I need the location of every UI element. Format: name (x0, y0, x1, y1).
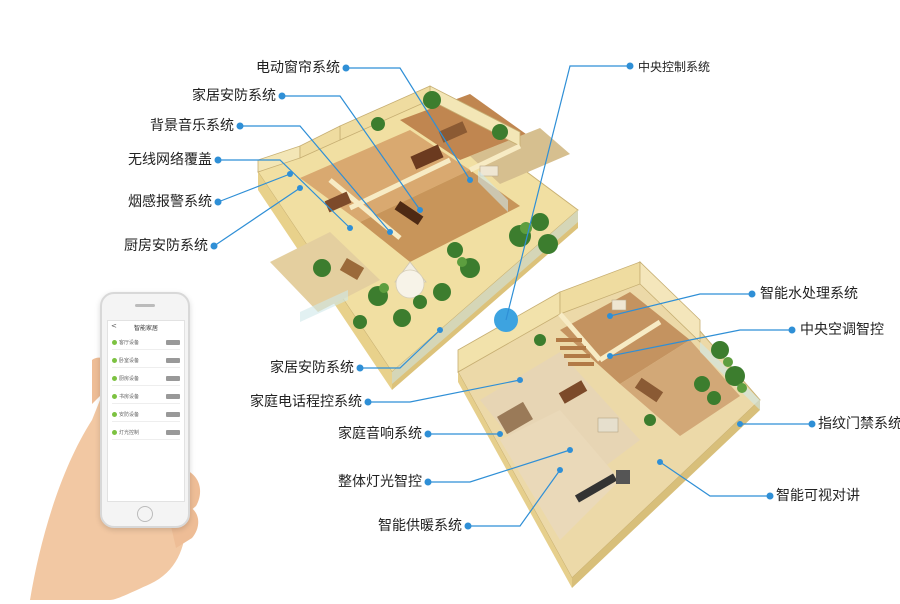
connector-lines (213, 65, 812, 527)
label-phone-control-system: 家庭电话程控系统 (250, 394, 362, 410)
device-icon (166, 429, 180, 435)
label-central-ac-control: 中央空调智控 (800, 322, 884, 338)
device-icon (166, 375, 180, 381)
device-icon (166, 411, 180, 417)
phone-screen: < 智能家居 客厅设备 卧室设备 厨房设备 书房设备 安防设备 灯光控制 (107, 320, 185, 502)
label-wireless-network: 无线网络覆盖 (128, 152, 212, 168)
status-dot-icon (112, 339, 117, 345)
device-icon (166, 357, 180, 363)
app-title: 智能家居 (133, 325, 158, 332)
label-video-intercom: 智能可视对讲 (776, 488, 860, 504)
status-dot-icon (112, 357, 117, 363)
app-list-item[interactable]: 厨房设备 (112, 371, 180, 386)
label-home-security-system-mid: 家居安防系统 (270, 360, 354, 376)
device-icon (166, 339, 180, 345)
label-home-audio-system: 家庭音响系统 (338, 426, 422, 442)
app-list-item[interactable]: 安防设备 (112, 407, 180, 422)
upper-floor (257, 85, 579, 390)
app-list-item[interactable]: 卧室设备 (112, 353, 180, 368)
status-dot-icon (112, 429, 117, 435)
label-kitchen-security-system: 厨房安防系统 (124, 238, 208, 254)
label-heating-system: 智能供暖系统 (378, 518, 462, 534)
app-list-item[interactable]: 书房设备 (112, 389, 180, 404)
device-icon (166, 393, 180, 399)
app-list-item[interactable]: 灯光控制 (112, 425, 180, 440)
status-dot-icon (112, 411, 117, 417)
back-icon[interactable]: < (111, 322, 117, 330)
status-dot-icon (112, 375, 117, 381)
label-curtain-system: 电动窗帘系统 (256, 60, 340, 76)
phone-speaker (135, 304, 155, 307)
label-smoke-alarm-system: 烟感报警系统 (128, 194, 212, 210)
smartphone: < 智能家居 客厅设备 卧室设备 厨房设备 书房设备 安防设备 灯光控制 (100, 292, 190, 528)
label-background-music-system: 背景音乐系统 (150, 118, 234, 134)
app-list-item[interactable]: 客厅设备 (112, 335, 180, 350)
status-dot-icon (112, 393, 117, 399)
label-home-security-system-top: 家居安防系统 (192, 88, 276, 104)
home-button[interactable] (137, 506, 153, 522)
connector-dots (210, 62, 816, 530)
label-central-control-system: 中央控制系统 (638, 60, 711, 74)
label-fingerprint-access-system: 指纹门禁系统 (818, 416, 900, 432)
label-water-treatment-system: 智能水处理系统 (760, 286, 858, 302)
label-lighting-control: 整体灯光智控 (338, 474, 422, 490)
